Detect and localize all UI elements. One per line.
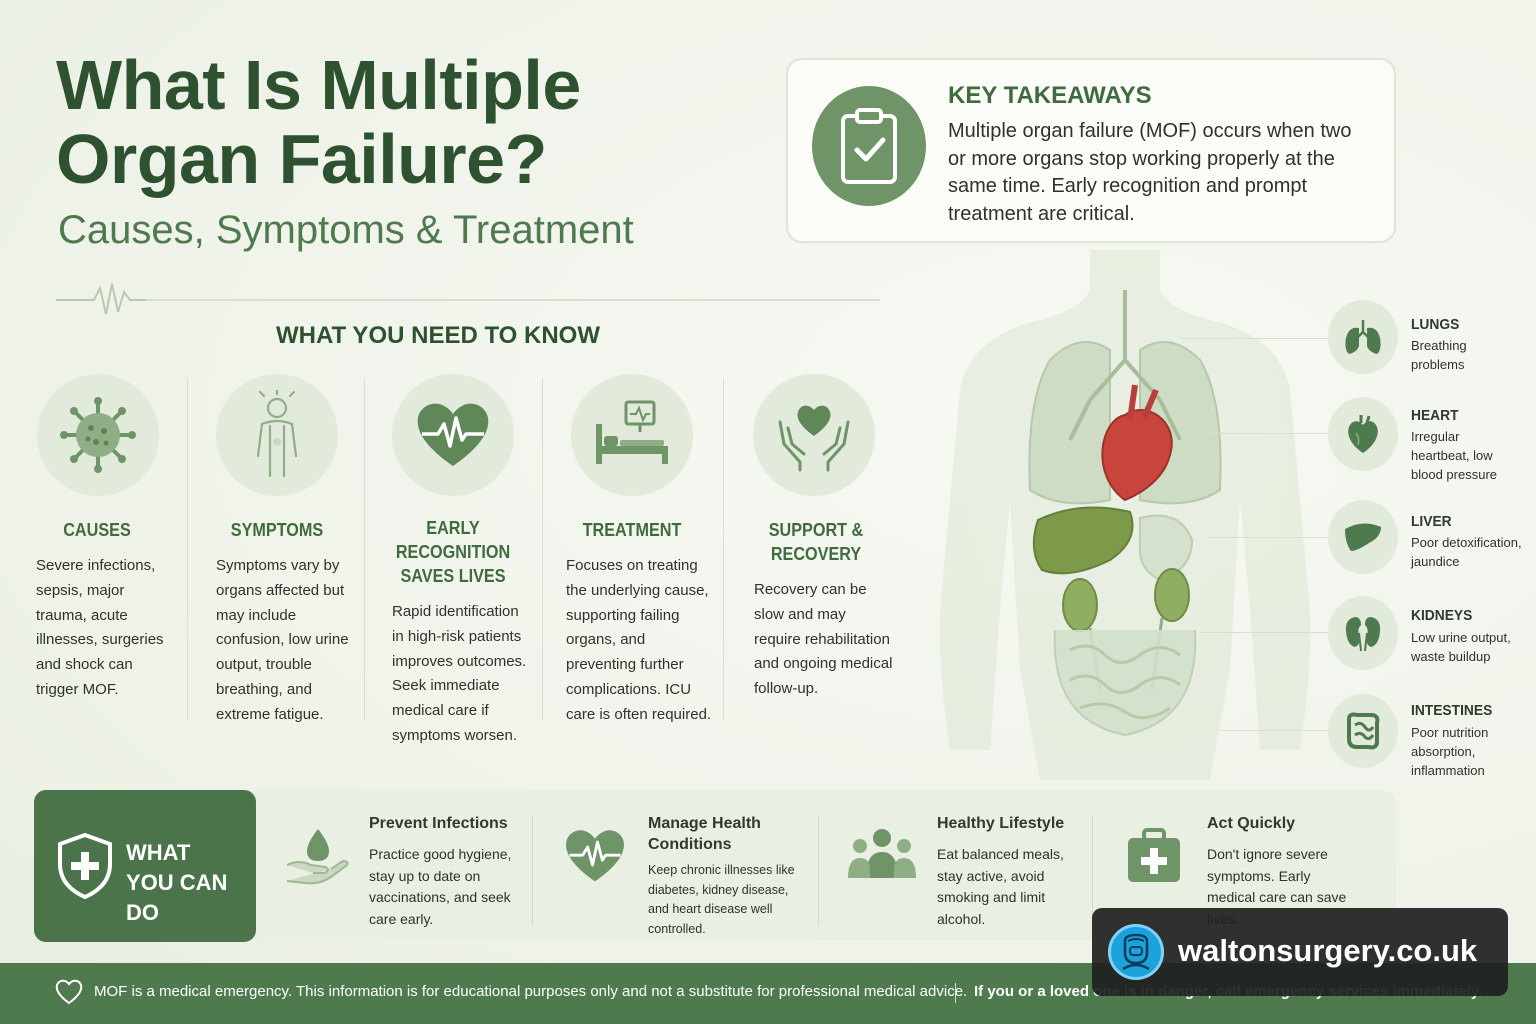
first-aid-kit-icon bbox=[1128, 828, 1180, 882]
lungs-icon bbox=[1328, 300, 1398, 374]
heart-icon bbox=[1328, 397, 1398, 471]
organ-name-kidneys: KIDNEYS bbox=[1411, 607, 1473, 624]
page-title-line-1: What Is Multiple bbox=[56, 46, 581, 124]
organ-desc-intestines: Poor nutrition absorption, inflammation bbox=[1411, 725, 1489, 778]
organ-desc-heart: Irregular heartbeat, low blood pressure bbox=[1411, 429, 1497, 482]
column-divider bbox=[187, 378, 188, 720]
action-text-manage-health: Keep chronic illnesses like diabetes, ki… bbox=[648, 863, 795, 936]
symptoms-title: SYMPTOMS bbox=[230, 520, 324, 540]
organ-connector-line bbox=[1220, 730, 1328, 731]
footer-divider bbox=[955, 983, 956, 1003]
pulse-line-divider bbox=[56, 283, 880, 315]
intestines-icon bbox=[1328, 694, 1398, 768]
liver-icon bbox=[1328, 500, 1398, 574]
kidneys-icon bbox=[1328, 596, 1398, 670]
treatment-title: TREATMENT bbox=[582, 520, 682, 540]
page-title: What Is Multiple Organ Failure? bbox=[56, 48, 756, 196]
causes-title: CAUSES bbox=[63, 520, 131, 540]
need-to-know-symptoms: SYMPTOMS Symptoms vary by organs affecte… bbox=[216, 374, 356, 734]
what-you-can-do-label: WHAT YOU CAN DO bbox=[126, 840, 228, 925]
heart-outline-icon bbox=[55, 979, 83, 1005]
causes-text: Severe infections, sepsis, major trauma,… bbox=[36, 557, 164, 698]
action-divider bbox=[1092, 815, 1093, 925]
person-icon bbox=[216, 374, 338, 496]
treatment-text: Focuses on treating the underlying cause… bbox=[566, 557, 712, 723]
organ-connector-line bbox=[1200, 632, 1328, 633]
organ-name-intestines: INTESTINES bbox=[1411, 702, 1493, 719]
action-title-act-quickly: Act Quickly bbox=[1207, 815, 1296, 832]
hospital-bed-icon bbox=[571, 374, 693, 496]
virus-icon bbox=[37, 374, 159, 496]
action-title-manage-health: Manage Health Conditions bbox=[648, 815, 761, 853]
organ-name-lungs: LUNGS bbox=[1411, 316, 1460, 333]
organ-desc-lungs: Breathing problems bbox=[1411, 338, 1467, 372]
page-title-line-2: Organ Failure? bbox=[56, 120, 547, 198]
shield-plus-icon bbox=[58, 832, 112, 900]
action-text-prevent-infections: Practice good hygiene, stay up to date o… bbox=[369, 846, 512, 927]
what-you-can-do-box bbox=[34, 790, 256, 942]
footer-disclaimer: MOF is a medical emergency. This informa… bbox=[94, 983, 968, 1000]
need-to-know-treatment: TREATMENT Focuses on treating the underl… bbox=[566, 374, 716, 734]
organ-desc-liver: Poor detoxification, jaundice bbox=[1411, 535, 1522, 569]
column-divider bbox=[723, 378, 724, 720]
key-takeaways-card: KEY TAKEAWAYS Multiple organ failure (MO… bbox=[786, 58, 1396, 243]
need-to-know-title: WHAT YOU NEED TO KNOW bbox=[276, 322, 600, 349]
organ-connector-line bbox=[1210, 537, 1328, 538]
action-title-prevent-infections: Prevent Infections bbox=[369, 815, 508, 832]
need-to-know-early-recognition: EARLY RECOGNITION SAVES LIVES Rapid iden… bbox=[384, 374, 534, 744]
hands-heart-icon bbox=[753, 374, 875, 496]
action-divider bbox=[818, 815, 819, 925]
organ-name-heart: HEART bbox=[1411, 407, 1459, 424]
heartbeat-icon bbox=[566, 830, 624, 882]
hand-drop-icon bbox=[286, 829, 349, 885]
support-recovery-text: Recovery can be slow and may require reh… bbox=[754, 581, 893, 698]
early-recognition-title: EARLY RECOGNITION SAVES LIVES bbox=[395, 518, 511, 586]
human-body-illustration bbox=[939, 250, 1311, 780]
action-text-act-quickly: Don't ignore severe symptoms. Early medi… bbox=[1207, 846, 1347, 927]
key-takeaways-title: KEY TAKEAWAYS bbox=[948, 82, 1152, 109]
symptoms-text: Symptoms vary by organs affected but may… bbox=[216, 557, 349, 723]
clipboard-check-icon bbox=[812, 86, 926, 206]
organ-desc-kidneys: Low urine output, waste buildup bbox=[1411, 630, 1511, 664]
action-divider bbox=[532, 815, 533, 925]
watermark-text: waltonsurgery.co.uk bbox=[1178, 933, 1478, 968]
page-subtitle: Causes, Symptoms & Treatment bbox=[58, 208, 634, 252]
organ-name-liver: LIVER bbox=[1411, 513, 1452, 530]
surgery-logo-icon bbox=[1108, 924, 1164, 980]
early-recognition-text: Rapid identification in high-risk patien… bbox=[392, 603, 527, 744]
key-takeaways-text: Multiple organ failure (MOF) occurs when… bbox=[948, 120, 1352, 225]
action-title-healthy-lifestyle: Healthy Lifestyle bbox=[937, 815, 1065, 832]
need-to-know-causes: CAUSES Severe infections, sepsis, major … bbox=[36, 374, 176, 734]
support-recovery-title: SUPPORT & RECOVERY bbox=[768, 520, 864, 564]
organ-connector-line bbox=[1180, 338, 1328, 339]
heartbeat-icon bbox=[392, 374, 514, 496]
people-icon bbox=[848, 829, 916, 878]
column-divider bbox=[542, 378, 543, 720]
action-text-healthy-lifestyle: Eat balanced meals, stay active, avoid s… bbox=[937, 846, 1064, 927]
organ-connector-line bbox=[1210, 433, 1328, 434]
column-divider bbox=[364, 378, 365, 720]
need-to-know-support-recovery: SUPPORT & RECOVERY Recovery can be slow … bbox=[740, 374, 900, 734]
